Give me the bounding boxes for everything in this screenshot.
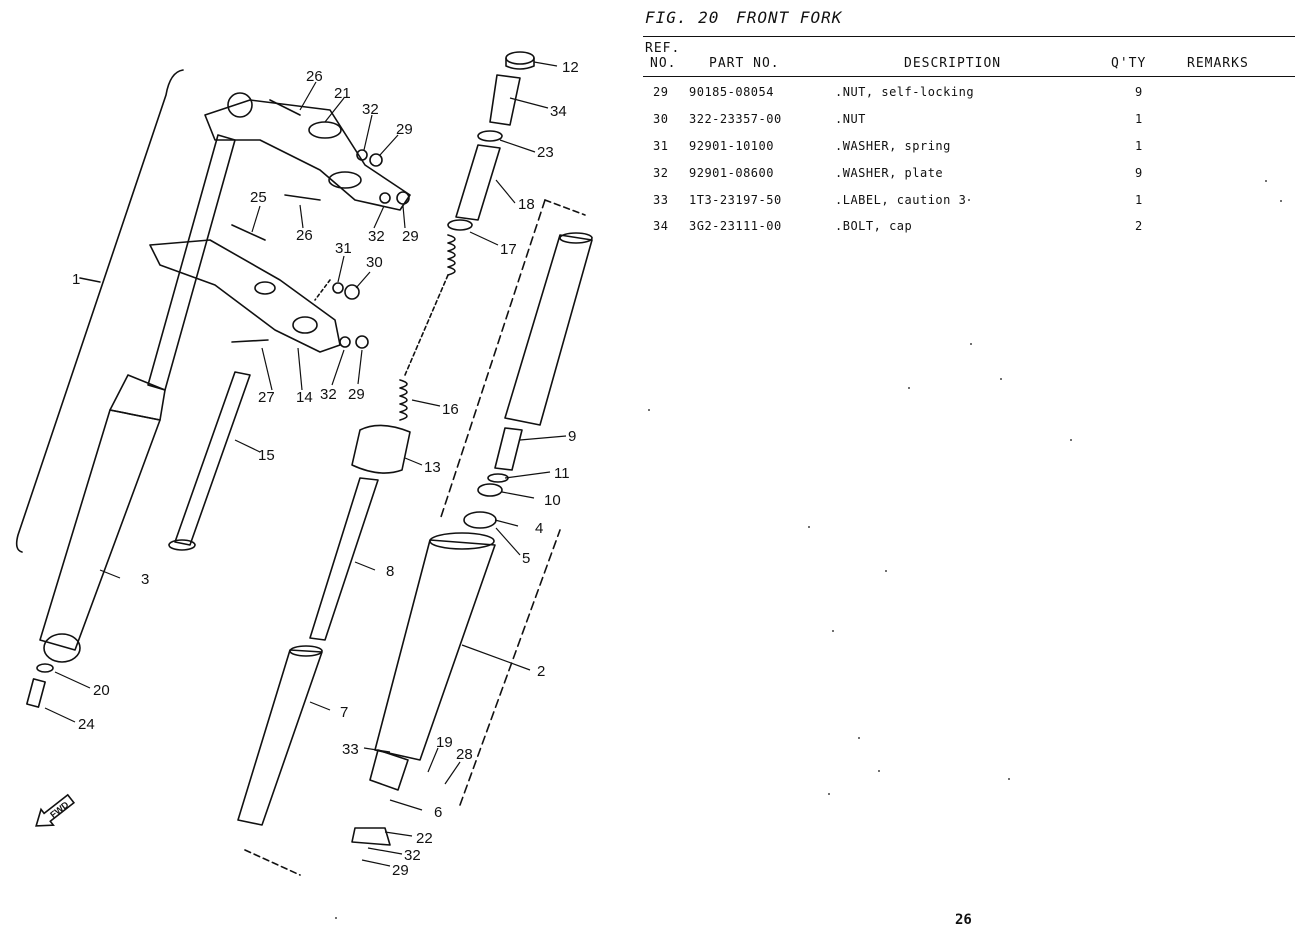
callout: 32 xyxy=(362,101,379,118)
front-fork-exploded-diagram: FWD 1 2 3 4 5 6 7 8 9 10 11 12 13 14 15 … xyxy=(15,51,593,879)
description-cell: .BOLT, cap xyxy=(835,219,913,233)
callout: 12 xyxy=(562,59,579,76)
callout: 25 xyxy=(250,189,267,206)
qty-cell: 1 xyxy=(1135,112,1143,126)
description-cell: .WASHER, spring xyxy=(835,139,951,153)
callout: 16 xyxy=(442,401,459,418)
callout: 32 xyxy=(320,386,337,403)
callout: 33 xyxy=(342,741,359,758)
scan-speck xyxy=(970,343,972,345)
figure-title: FIG. 20 FRONT FORK xyxy=(645,8,848,27)
callout: 23 xyxy=(537,144,554,161)
scan-speck xyxy=(858,737,860,739)
callout: 32 xyxy=(368,228,385,245)
fwd-arrow-icon: FWD xyxy=(35,793,76,827)
scan-speck xyxy=(832,630,834,632)
scan-speck xyxy=(335,917,337,919)
scan-speck xyxy=(1280,200,1282,202)
scan-speck xyxy=(828,793,830,795)
figure-label: FIG. 20 xyxy=(645,8,720,27)
callout: 14 xyxy=(296,389,313,406)
qty-cell: 1 xyxy=(1135,139,1143,153)
description-cell: .NUT, self-locking xyxy=(835,85,975,99)
callout: 18 xyxy=(518,196,535,213)
callout: 24 xyxy=(78,716,95,733)
callout: 7 xyxy=(340,704,348,721)
callout: 26 xyxy=(296,227,313,244)
callout: 5 xyxy=(522,550,530,567)
callout: 8 xyxy=(386,563,394,580)
callout: 2 xyxy=(537,663,545,680)
part-no-cell: 1T3-23197-50 xyxy=(689,193,782,207)
part-no-cell: 322-23357-00 xyxy=(689,112,782,126)
ref-cell: 29 xyxy=(653,85,669,99)
scan-speck xyxy=(908,387,910,389)
callout: 6 xyxy=(434,804,442,821)
qty-cell: 9 xyxy=(1135,85,1143,99)
callout: 13 xyxy=(424,459,441,476)
scan-speck xyxy=(968,199,970,201)
part-no-cell: 92901-10100 xyxy=(689,139,774,153)
callout: 29 xyxy=(348,386,365,403)
description-cell: .LABEL, caution 3 xyxy=(835,193,967,207)
ref-cell: 33 xyxy=(653,193,669,207)
callout: 32 xyxy=(404,847,421,864)
header-part-no: PART NO. xyxy=(709,56,780,71)
table-header-rule xyxy=(643,76,1295,77)
callout: 11 xyxy=(554,465,570,482)
part-no-cell: 90185-08054 xyxy=(689,85,774,99)
scan-speck xyxy=(1265,180,1267,182)
table-top-rule xyxy=(643,36,1295,37)
callout: 20 xyxy=(93,682,110,699)
callout: 30 xyxy=(366,254,383,271)
scan-speck xyxy=(1070,439,1072,441)
callout: 21 xyxy=(334,85,351,102)
callout: 31 xyxy=(335,240,352,257)
callout: 26 xyxy=(306,68,323,85)
qty-cell: 9 xyxy=(1135,166,1143,180)
header-description: DESCRIPTION xyxy=(904,56,1002,71)
part-no-cell: 3G2-23111-00 xyxy=(689,219,782,233)
callout: 29 xyxy=(402,228,419,245)
callout: 17 xyxy=(500,241,517,258)
ref-cell: 34 xyxy=(653,219,669,233)
callout: 15 xyxy=(258,447,275,464)
ref-cell: 30 xyxy=(653,112,669,126)
callout: 27 xyxy=(258,389,275,406)
callout: 10 xyxy=(544,492,561,509)
callout: 22 xyxy=(416,830,433,847)
description-cell: .WASHER, plate xyxy=(835,166,944,180)
scan-speck xyxy=(1008,778,1010,780)
callout: 1 xyxy=(72,271,80,288)
figure-name: FRONT FORK xyxy=(736,8,843,27)
header-ref-line1: REF. xyxy=(645,41,681,56)
callout: 19 xyxy=(436,734,453,751)
callout: 3 xyxy=(141,571,149,588)
part-no-cell: 92901-08600 xyxy=(689,166,774,180)
description-cell: .NUT xyxy=(835,112,866,126)
header-remarks: REMARKS xyxy=(1187,56,1249,71)
callout: 9 xyxy=(568,428,576,445)
scan-speck xyxy=(885,570,887,572)
callout: 29 xyxy=(396,121,413,138)
scan-speck xyxy=(1000,378,1002,380)
page-number: 26 xyxy=(955,912,972,928)
callout: 28 xyxy=(456,746,473,763)
header-qty: Q'TY xyxy=(1111,56,1147,71)
ref-cell: 31 xyxy=(653,139,669,153)
scan-speck xyxy=(808,526,810,528)
scan-speck xyxy=(878,770,880,772)
callout: 34 xyxy=(550,103,567,120)
qty-cell: 1 xyxy=(1135,193,1143,207)
callout: 4 xyxy=(535,520,543,537)
callout-numbers: 1 2 3 4 5 6 7 8 9 10 11 12 13 14 15 16 1… xyxy=(72,59,579,879)
header-ref-line2: NO. xyxy=(650,56,677,71)
ref-cell: 32 xyxy=(653,166,669,180)
qty-cell: 2 xyxy=(1135,219,1143,233)
scan-speck xyxy=(648,409,650,411)
callout: 29 xyxy=(392,862,409,879)
